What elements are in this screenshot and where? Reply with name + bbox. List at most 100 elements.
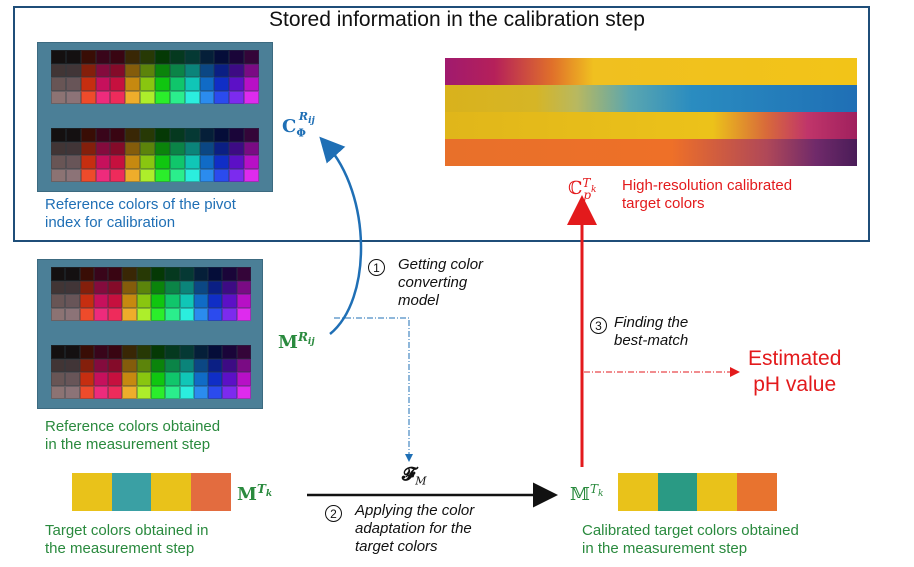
color-patch <box>208 385 223 399</box>
color-patch <box>51 267 66 281</box>
mm-t-sup: T <box>589 482 598 496</box>
color-patch <box>208 307 223 321</box>
color-patch <box>222 280 237 294</box>
color-patch <box>51 345 66 359</box>
color-patch <box>80 50 96 64</box>
color-patch <box>95 141 111 155</box>
color-patch <box>222 267 237 281</box>
color-patch <box>95 90 111 104</box>
color-patch <box>229 63 245 77</box>
color-patch <box>65 345 80 359</box>
color-patch <box>93 294 109 308</box>
color-patch <box>108 385 123 399</box>
color-patch <box>184 77 200 91</box>
color-patch <box>199 63 215 77</box>
estimated-ph-line: pH value <box>753 373 837 396</box>
cc-p-symbol: ℂTpk <box>568 176 597 202</box>
color-patch <box>214 50 230 64</box>
color-patch <box>140 90 155 104</box>
color-patch <box>165 294 180 308</box>
color-patch <box>184 168 200 182</box>
color-patch <box>110 168 126 182</box>
color-patch <box>222 385 237 399</box>
color-patch <box>110 141 126 155</box>
color-patch <box>125 155 141 169</box>
color-patch <box>65 90 81 104</box>
color-patch <box>150 307 166 321</box>
color-patch <box>199 168 215 182</box>
color-patch <box>154 63 170 77</box>
color-patch <box>110 90 126 104</box>
color-patch <box>136 372 151 386</box>
color-patch <box>51 280 66 294</box>
step-3-text: Finding the best-match <box>614 314 688 350</box>
color-patch <box>79 267 94 281</box>
color-patch <box>51 90 66 104</box>
dashed-arrow-to-fm <box>334 317 413 462</box>
color-patch <box>179 385 194 399</box>
step-1-line: Getting color <box>398 256 484 273</box>
calibration-step-box <box>13 6 870 242</box>
m-r-symbol: MRij <box>278 330 315 353</box>
color-patch <box>65 385 80 399</box>
color-patch <box>214 63 230 77</box>
m-t-symbol: MTk <box>237 482 273 505</box>
color-patch <box>108 358 123 372</box>
color-patch <box>193 307 209 321</box>
color-patch <box>193 345 209 359</box>
color-patch <box>51 50 66 64</box>
color-patch <box>51 155 66 169</box>
color-patch <box>140 155 155 169</box>
color-patch <box>179 307 194 321</box>
color-patch <box>95 155 111 169</box>
color-patch <box>165 385 180 399</box>
color-patch <box>136 294 151 308</box>
color-patch <box>208 372 223 386</box>
estimated-ph-label: Estimated pH value <box>748 346 841 398</box>
color-patch <box>65 141 81 155</box>
color-patch <box>65 307 80 321</box>
color-patch <box>51 128 66 142</box>
c-phi-symbol: CΦRij <box>282 110 315 140</box>
color-patch <box>95 128 111 142</box>
color-patch <box>214 168 230 182</box>
color-patch <box>79 385 94 399</box>
gradient-bar <box>445 112 857 139</box>
cc-p-sup: T <box>582 176 591 190</box>
color-patch <box>193 372 209 386</box>
color-patch <box>51 307 66 321</box>
color-patch <box>214 90 230 104</box>
color-patch <box>122 385 137 399</box>
color-patch <box>125 50 141 64</box>
color-patch <box>199 128 215 142</box>
color-patch <box>236 294 251 308</box>
color-patch <box>150 372 166 386</box>
color-patch <box>150 267 166 281</box>
color-patch <box>193 280 209 294</box>
color-patch <box>229 77 245 91</box>
color-patch <box>79 372 94 386</box>
color-patch <box>93 372 109 386</box>
color-patch <box>65 168 81 182</box>
color-patch <box>51 385 66 399</box>
color-patch <box>136 267 151 281</box>
color-patch <box>93 267 109 281</box>
color-patch <box>179 372 194 386</box>
color-patch <box>199 90 215 104</box>
color-patch <box>79 345 94 359</box>
color-patch <box>65 358 80 372</box>
color-patch <box>244 168 259 182</box>
color-patch <box>154 90 170 104</box>
color-patch <box>80 128 96 142</box>
color-patch <box>193 358 209 372</box>
color-patch <box>108 294 123 308</box>
color-patch <box>184 63 200 77</box>
c-phi-sub: Φ <box>296 126 306 140</box>
cc-p-base: ℂ <box>568 178 583 199</box>
color-patch <box>93 307 109 321</box>
color-patch <box>236 385 251 399</box>
color-patch <box>154 128 170 142</box>
calibrated-color-swatches <box>618 473 777 511</box>
color-patch <box>229 128 245 142</box>
color-patch <box>214 77 230 91</box>
